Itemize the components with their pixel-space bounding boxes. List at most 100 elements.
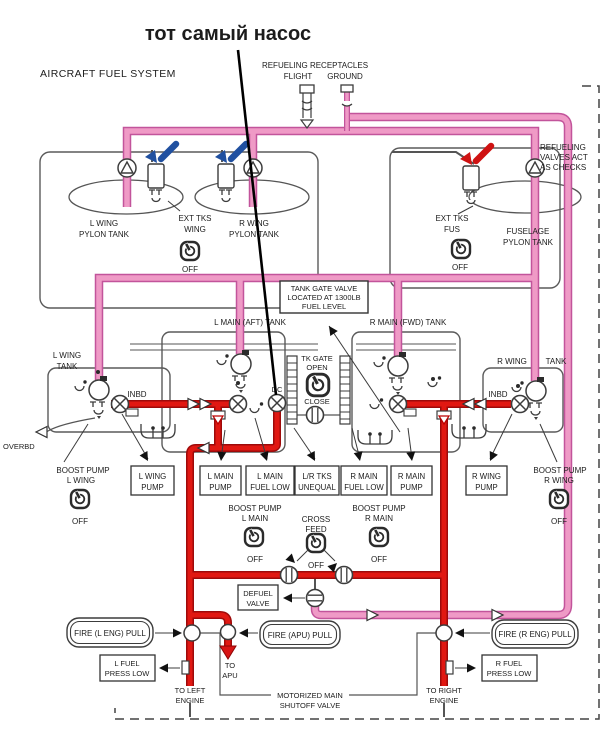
l-press-sensor (181, 660, 190, 675)
r-eng-shutoff-valve[interactable] (435, 624, 453, 642)
ground-receptacle[interactable] (340, 84, 354, 93)
bp-l-wing-caption-2: L WING (67, 476, 95, 485)
tank-gate-valve[interactable] (305, 405, 325, 425)
boost-pump-r-main-switch[interactable] (368, 525, 390, 548)
fire-r-eng-pull[interactable] (491, 619, 579, 649)
annunciator-r-main-pump (390, 465, 433, 496)
vent-fitting (357, 429, 393, 445)
ground-tube-wave (341, 103, 353, 107)
annunciator-text: R MAIN (350, 472, 377, 481)
r-main-tank-label: R MAIN (FWD) TANK (370, 318, 447, 327)
arrowhead (306, 450, 319, 464)
fuselage-boundary-dashed (114, 85, 600, 720)
gate-note-line3: FUEL LEVEL (302, 302, 346, 311)
crossfeed-caption-2: FEED (305, 525, 327, 534)
l-pylon-label-1: L WING (90, 219, 118, 228)
flight-flow-arrow (299, 119, 315, 129)
ground-tube-break (342, 101, 352, 106)
annunciator-text: FUEL LOW (344, 483, 384, 492)
defuel-valve-box (237, 584, 279, 611)
wing-pylon-enclosure (39, 151, 319, 309)
dc-pump-icon[interactable] (267, 393, 287, 413)
ext-tks-wing-label-1: EXT TKS (178, 214, 211, 223)
ext-tks-wing-label-2: WING (184, 225, 206, 234)
arrowhead (285, 553, 299, 567)
tk-gate-switch[interactable] (307, 374, 329, 396)
arrowhead (406, 451, 417, 462)
page-title: AIRCRAFT FUEL SYSTEM (40, 68, 176, 80)
refuel-note-line1: REFUELING (540, 143, 586, 152)
l-wing-fill-valve[interactable] (74, 375, 110, 420)
r-main-fill-valve[interactable] (373, 351, 409, 396)
flight-receptacle-tube (301, 93, 313, 118)
annunciator-text: FUEL LOW (250, 483, 290, 492)
flight-receptacle[interactable] (299, 84, 315, 94)
annunciator-boxes (130, 465, 508, 496)
r-wing-tank-label-1: R WING (497, 357, 527, 366)
pump-fitting (125, 408, 139, 417)
arrowhead (173, 628, 182, 638)
fire-r-label: FIRE (R ENG) PULL (498, 630, 572, 639)
ext-tks-wing-off: OFF (182, 265, 198, 274)
bp-r-wing-caption-2: R WING (544, 476, 574, 485)
r-press-label-2: PRESS LOW (487, 669, 533, 678)
l-main-fill-valve[interactable] (216, 349, 252, 394)
annunciator-text: PUMP (209, 483, 232, 492)
tank-ellipses (68, 179, 582, 215)
boost-pump-r-wing-switch[interactable] (548, 487, 570, 510)
l-press-label-1: L FUEL (114, 659, 139, 668)
gray-plumbing (43, 150, 475, 717)
tank-enclosures (39, 147, 564, 453)
bp-r-wing-off: OFF (551, 517, 567, 526)
annunciator-text: R MAIN (398, 472, 425, 481)
overboard-arrow (35, 425, 48, 439)
l-eng-shutoff-valve[interactable] (183, 624, 201, 642)
ext-tks-fus-switch[interactable] (450, 237, 472, 260)
boost-pump-l-main-switch[interactable] (243, 525, 265, 548)
fus-pylon-shutoff-valve-icon[interactable] (460, 146, 491, 204)
motorized-label-2: SHUTOFF VALVE (280, 701, 340, 710)
annunciator-text: L/R TKS (302, 472, 331, 481)
r-main-tank-outline (351, 331, 461, 453)
bp-l-wing-off: OFF (72, 517, 88, 526)
l-pylon-label-2: PYLON TANK (79, 230, 130, 239)
probe-dot (431, 377, 435, 381)
apu-shutoff-valve[interactable] (219, 623, 237, 641)
l-main-boost-pump-icon[interactable] (228, 394, 248, 414)
fire-pull-handles (66, 617, 579, 649)
bp-l-wing-caption-1: BOOST PUMP (56, 466, 109, 475)
r-pylon-label-1: R WING (239, 219, 269, 228)
refuel-check-valve-right[interactable] (243, 158, 263, 178)
fuselage-pylon-tank-ellipse (468, 180, 582, 214)
fire-apu-pull[interactable] (259, 620, 341, 649)
ext-tks-wing-switch[interactable] (179, 239, 201, 262)
crossfeed-switch[interactable] (305, 531, 327, 554)
callout-leader-line (236, 49, 278, 396)
ext-tks-fus-off: OFF (452, 263, 468, 272)
l-wing-tank-label-1: L WING (53, 351, 81, 360)
arrowhead (139, 450, 152, 464)
r-wing-boost-pump-icon[interactable] (510, 394, 530, 414)
crossfeed-valve-left[interactable] (279, 565, 299, 585)
boost-pump-l-wing-switch[interactable] (69, 487, 91, 510)
float-switch (249, 401, 264, 414)
arrowhead (216, 451, 227, 462)
refuel-note-line2: VALVES ACT (540, 153, 588, 162)
annunciator-r-main-fuel-low (340, 465, 388, 496)
to-apu-label-1: TO (225, 661, 235, 670)
tank-gate-note-box (279, 280, 369, 314)
crossfeed-valve-right[interactable] (334, 565, 354, 585)
refuel-note-line3: AS CHECKS (540, 163, 586, 172)
refuel-check-valve-left[interactable] (117, 158, 137, 178)
fire-apu-label: FIRE (APU) PULL (268, 631, 333, 640)
annunciator-r-wing-pump (465, 465, 508, 496)
defuel-label-2: VALVE (246, 599, 269, 608)
fire-l-eng-pull[interactable] (66, 617, 154, 648)
inbd-right-label: INBD (488, 390, 507, 399)
l-fuel-press-low-box (99, 654, 156, 682)
ext-tks-fus-label-2: FUS (444, 225, 460, 234)
probe-dot (96, 370, 100, 374)
defuel-valve-icon[interactable] (305, 588, 325, 608)
tk-gate-close: CLOSE (304, 397, 329, 406)
to-left-engine-2: ENGINE (176, 696, 205, 705)
